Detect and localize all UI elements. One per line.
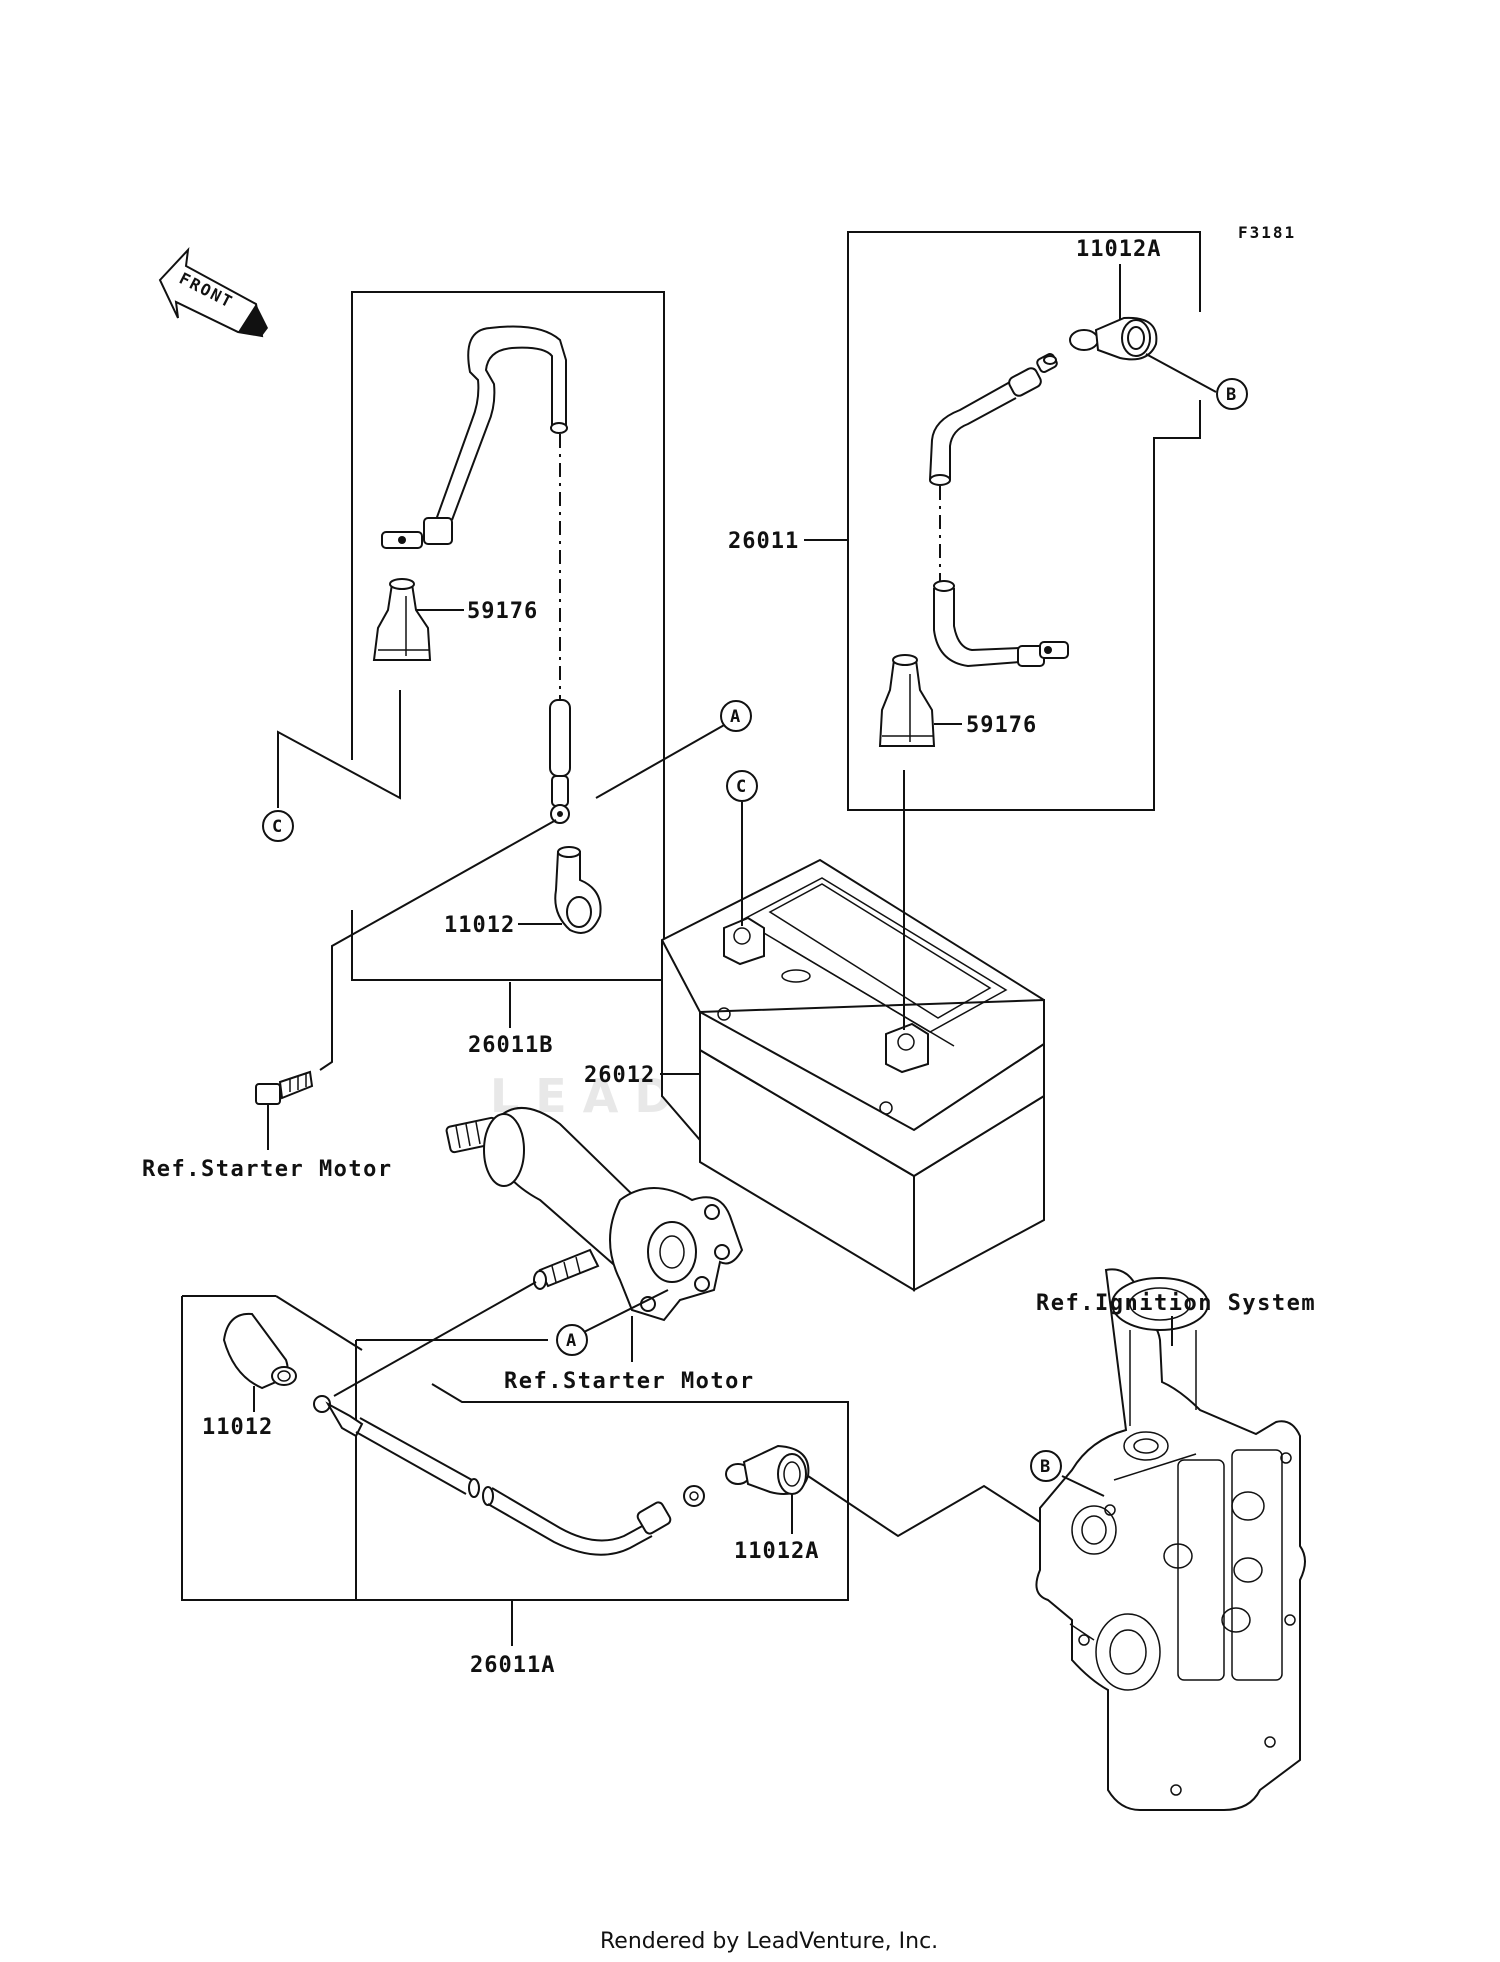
diagram-code: F3181	[1238, 223, 1296, 242]
ground-bolt-icon	[255, 1070, 314, 1105]
callout-b-top	[1216, 378, 1248, 410]
callout-c-battery	[726, 770, 758, 802]
battery-26012	[661, 858, 1045, 1292]
cable-assembly-26011	[847, 231, 1201, 811]
footer-credit: Rendered by LeadVenture, Inc.	[600, 1929, 938, 1954]
label-59176-left: 59176	[467, 599, 538, 624]
label-26011b: 26011B	[468, 1033, 553, 1058]
label-11012-left: 11012	[444, 913, 515, 938]
label-11012-bottom: 11012	[202, 1415, 273, 1440]
callout-c-left	[262, 810, 294, 842]
label-11012a-bottom: 11012A	[734, 1539, 819, 1564]
svg-text:C: C	[272, 817, 282, 837]
svg-text:B: B	[1226, 385, 1236, 405]
cable-assembly-26011b	[351, 291, 665, 981]
callout-a-top	[720, 700, 752, 732]
svg-text:B: B	[1040, 1457, 1050, 1477]
ref-starter-motor-left: Ref.Starter Motor	[142, 1157, 393, 1182]
ref-ignition-system: Ref.Ignition System	[1036, 1291, 1316, 1316]
label-59176-right: 59176	[966, 713, 1037, 738]
ignition-housing	[1035, 1268, 1306, 1811]
label-26011a: 26011A	[470, 1653, 555, 1678]
svg-text:A: A	[730, 707, 740, 727]
svg-text:C: C	[736, 777, 746, 797]
callout-b-bottom	[1030, 1450, 1062, 1482]
ref-starter-motor-center: Ref.Starter Motor	[504, 1369, 755, 1394]
starter-motor	[445, 1106, 744, 1322]
label-26011: 26011	[728, 529, 799, 554]
label-26012: 26012	[584, 1063, 655, 1088]
front-arrow-icon: FRONT	[158, 247, 268, 338]
svg-text:A: A	[566, 1331, 576, 1351]
label-11012a-top: 11012A	[1076, 237, 1161, 262]
callout-a-bottom	[556, 1324, 588, 1356]
